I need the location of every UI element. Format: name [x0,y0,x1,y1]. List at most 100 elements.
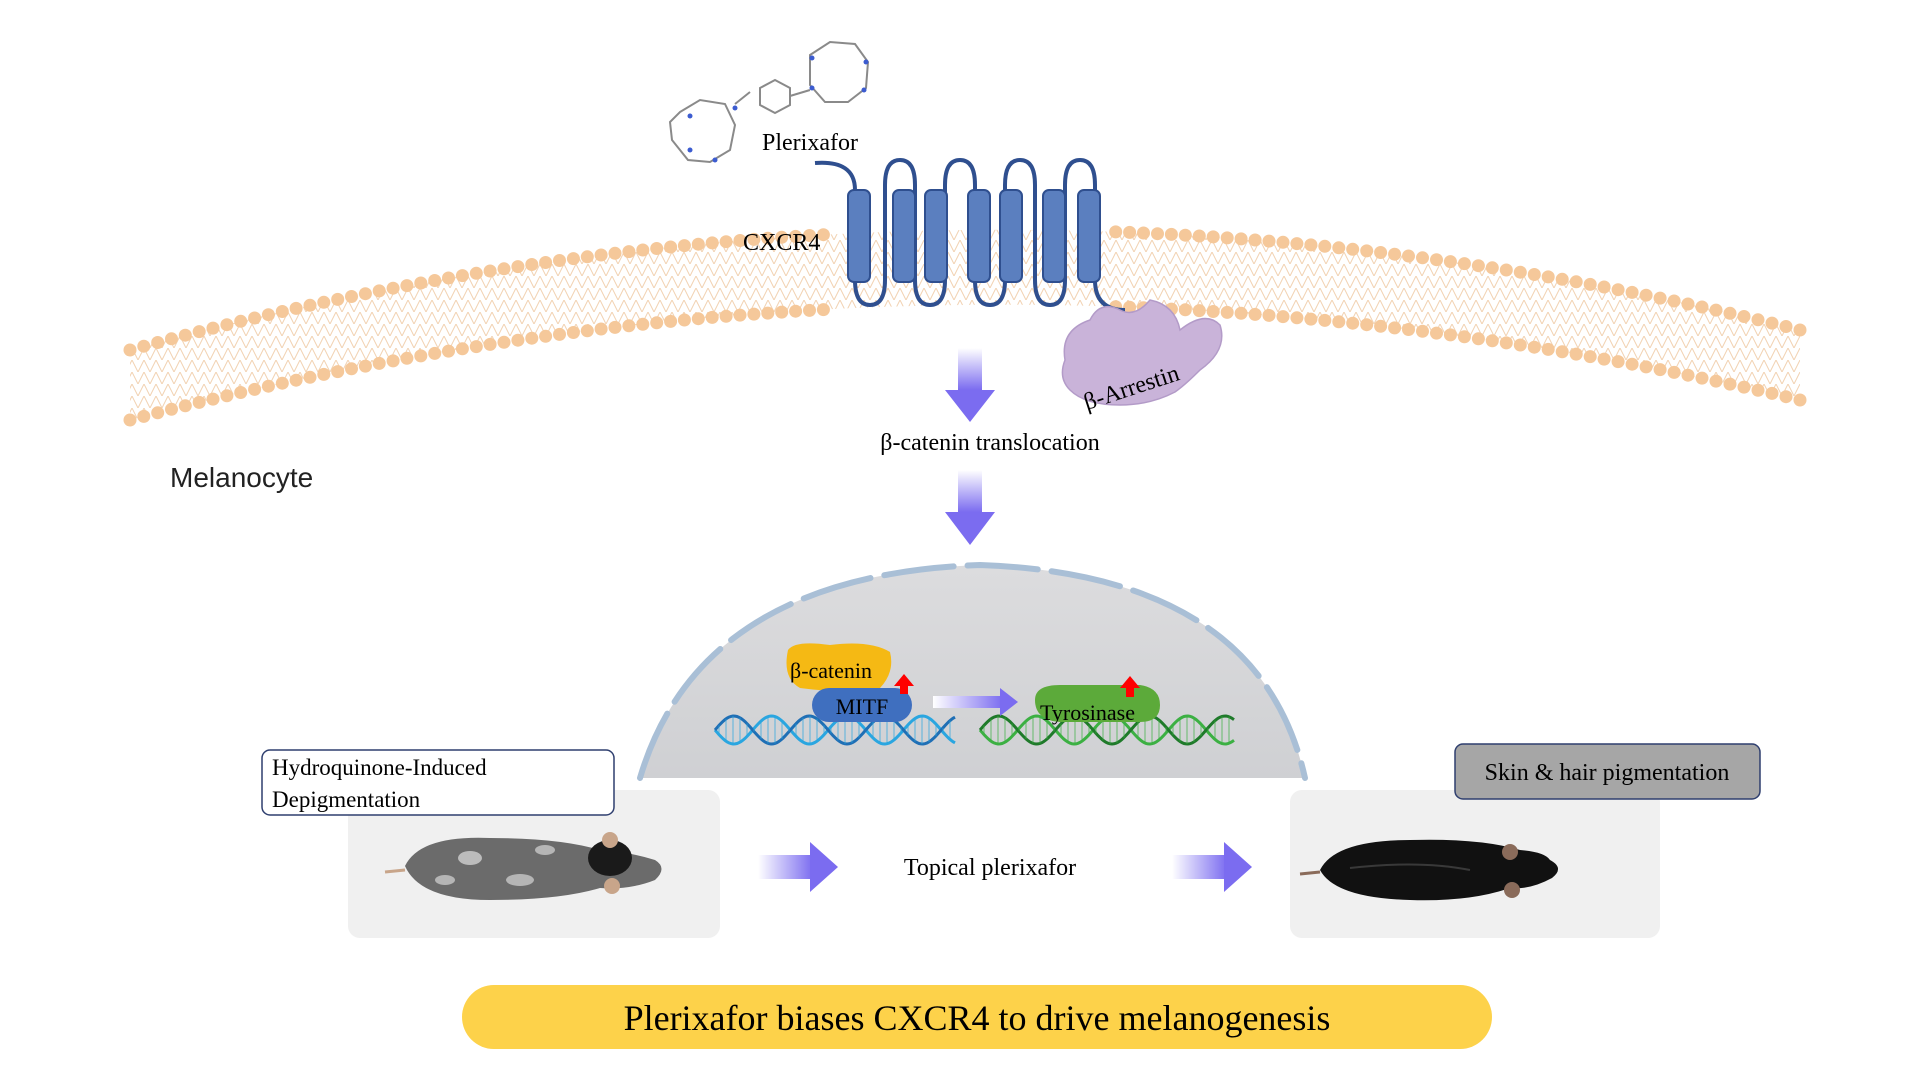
lipid-head [1164,227,1178,241]
lipid-head [137,339,151,353]
lipid-head [816,303,830,317]
lipid-head [1374,246,1388,259]
melanocyte-label: Melanocyte [170,462,313,493]
membrane-outer-heads [123,225,1807,357]
cell-membrane [123,225,1807,427]
lipid-head [1681,297,1695,311]
up-arrow-icon [1120,676,1140,697]
cxcr4-receptor [814,157,1126,312]
lipid-head [1499,263,1513,277]
hydroquinone-label-line1: Hydroquinone-Induced [272,755,487,780]
lipid-head [816,228,830,242]
lipid-head [1779,320,1793,333]
lipid-head [178,328,192,342]
lipid-head [151,336,165,349]
lipid-head [1346,242,1360,256]
lipid-head [1206,230,1220,244]
lipid-head [566,326,580,339]
lipid-head [580,324,594,338]
lipid-head [1276,235,1290,249]
lipid-head [1178,303,1192,317]
right-arrow-left [758,842,838,892]
lipid-head [1667,294,1681,308]
lipid-head [1695,300,1709,314]
lipid-head [137,409,151,423]
lipid-head [1709,303,1723,317]
lipid-head [1109,225,1123,239]
skin-hair-label: Skin & hair pigmentation [1485,760,1730,786]
lipid-head [1443,328,1457,342]
lipid-head [317,367,331,381]
lipid-head [275,305,289,318]
lipid-head [650,316,664,330]
lipid-head [1318,313,1332,327]
lipid-head [1569,275,1583,289]
lipid-head [580,250,594,264]
lipid-head [1262,234,1276,248]
lipid-head [1402,323,1415,336]
lipid-head [1513,265,1527,279]
lipid-head [1723,377,1737,391]
lipid-head [1248,307,1262,321]
lipid-head [261,308,275,322]
lipid-head [1276,310,1290,324]
lipid-head [469,266,483,280]
lipid-head [677,313,691,327]
lipid-head [691,312,705,326]
lipid-head [733,308,747,322]
lipid-head [248,311,262,325]
lipid-head [1709,374,1723,388]
lipid-head [123,413,137,427]
lipid-head [733,234,747,247]
lipid-head [525,331,539,345]
lipid-head [1653,363,1667,377]
lipid-head [1290,311,1304,325]
lipid-head [775,230,789,244]
lipid-head [1304,312,1318,326]
lipid-head [428,274,442,287]
right-arrow-right [1172,842,1252,892]
lipid-head [455,342,469,356]
mitf-to-tyrosinase-arrow [933,688,1018,716]
lipid-head [1639,360,1653,374]
lipid-head [1625,357,1639,371]
lipid-head [206,321,220,335]
lipid-head [1751,313,1765,327]
lipid-head [483,337,497,351]
lipid-head [400,351,414,365]
plerixafor-label: Plerixafor [762,130,858,156]
lipid-head [1388,321,1402,335]
lipid-head [1723,306,1737,320]
lipid-head [1541,342,1555,356]
depigmented-mouse-panel [348,790,720,938]
lipid-head [1262,308,1276,322]
hydroquinone-label-line2: Depigmentation [272,787,421,812]
lipid-head [497,335,511,349]
lipid-head [1639,288,1653,302]
membrane-inner-heads [123,300,1807,427]
lipid-head [705,310,719,324]
lipid-head [1471,332,1485,346]
lipid-head [1555,272,1569,286]
lipid-head [747,307,761,321]
dna-strand [978,714,1235,746]
lipid-head [442,271,455,285]
lipid-head [428,346,442,360]
lipid-head [553,254,566,267]
lipid-head [761,306,775,320]
lipid-head [372,284,386,298]
lipid-head [358,359,372,373]
beta-arrestin-protein [1061,299,1223,406]
lipid-head [1318,239,1332,253]
lipid-head [719,235,733,249]
lipid-head [303,370,317,384]
lipid-head [803,303,816,317]
lipid-head [705,236,719,250]
lipid-head [1416,251,1429,265]
topical-plerixafor-label: Topical plerixafor [904,855,1076,881]
lipid-head [358,287,372,301]
lipid-head [511,260,525,274]
lipid-head [1137,226,1150,240]
lipid-head [539,329,553,343]
lipid-head [1290,237,1304,251]
